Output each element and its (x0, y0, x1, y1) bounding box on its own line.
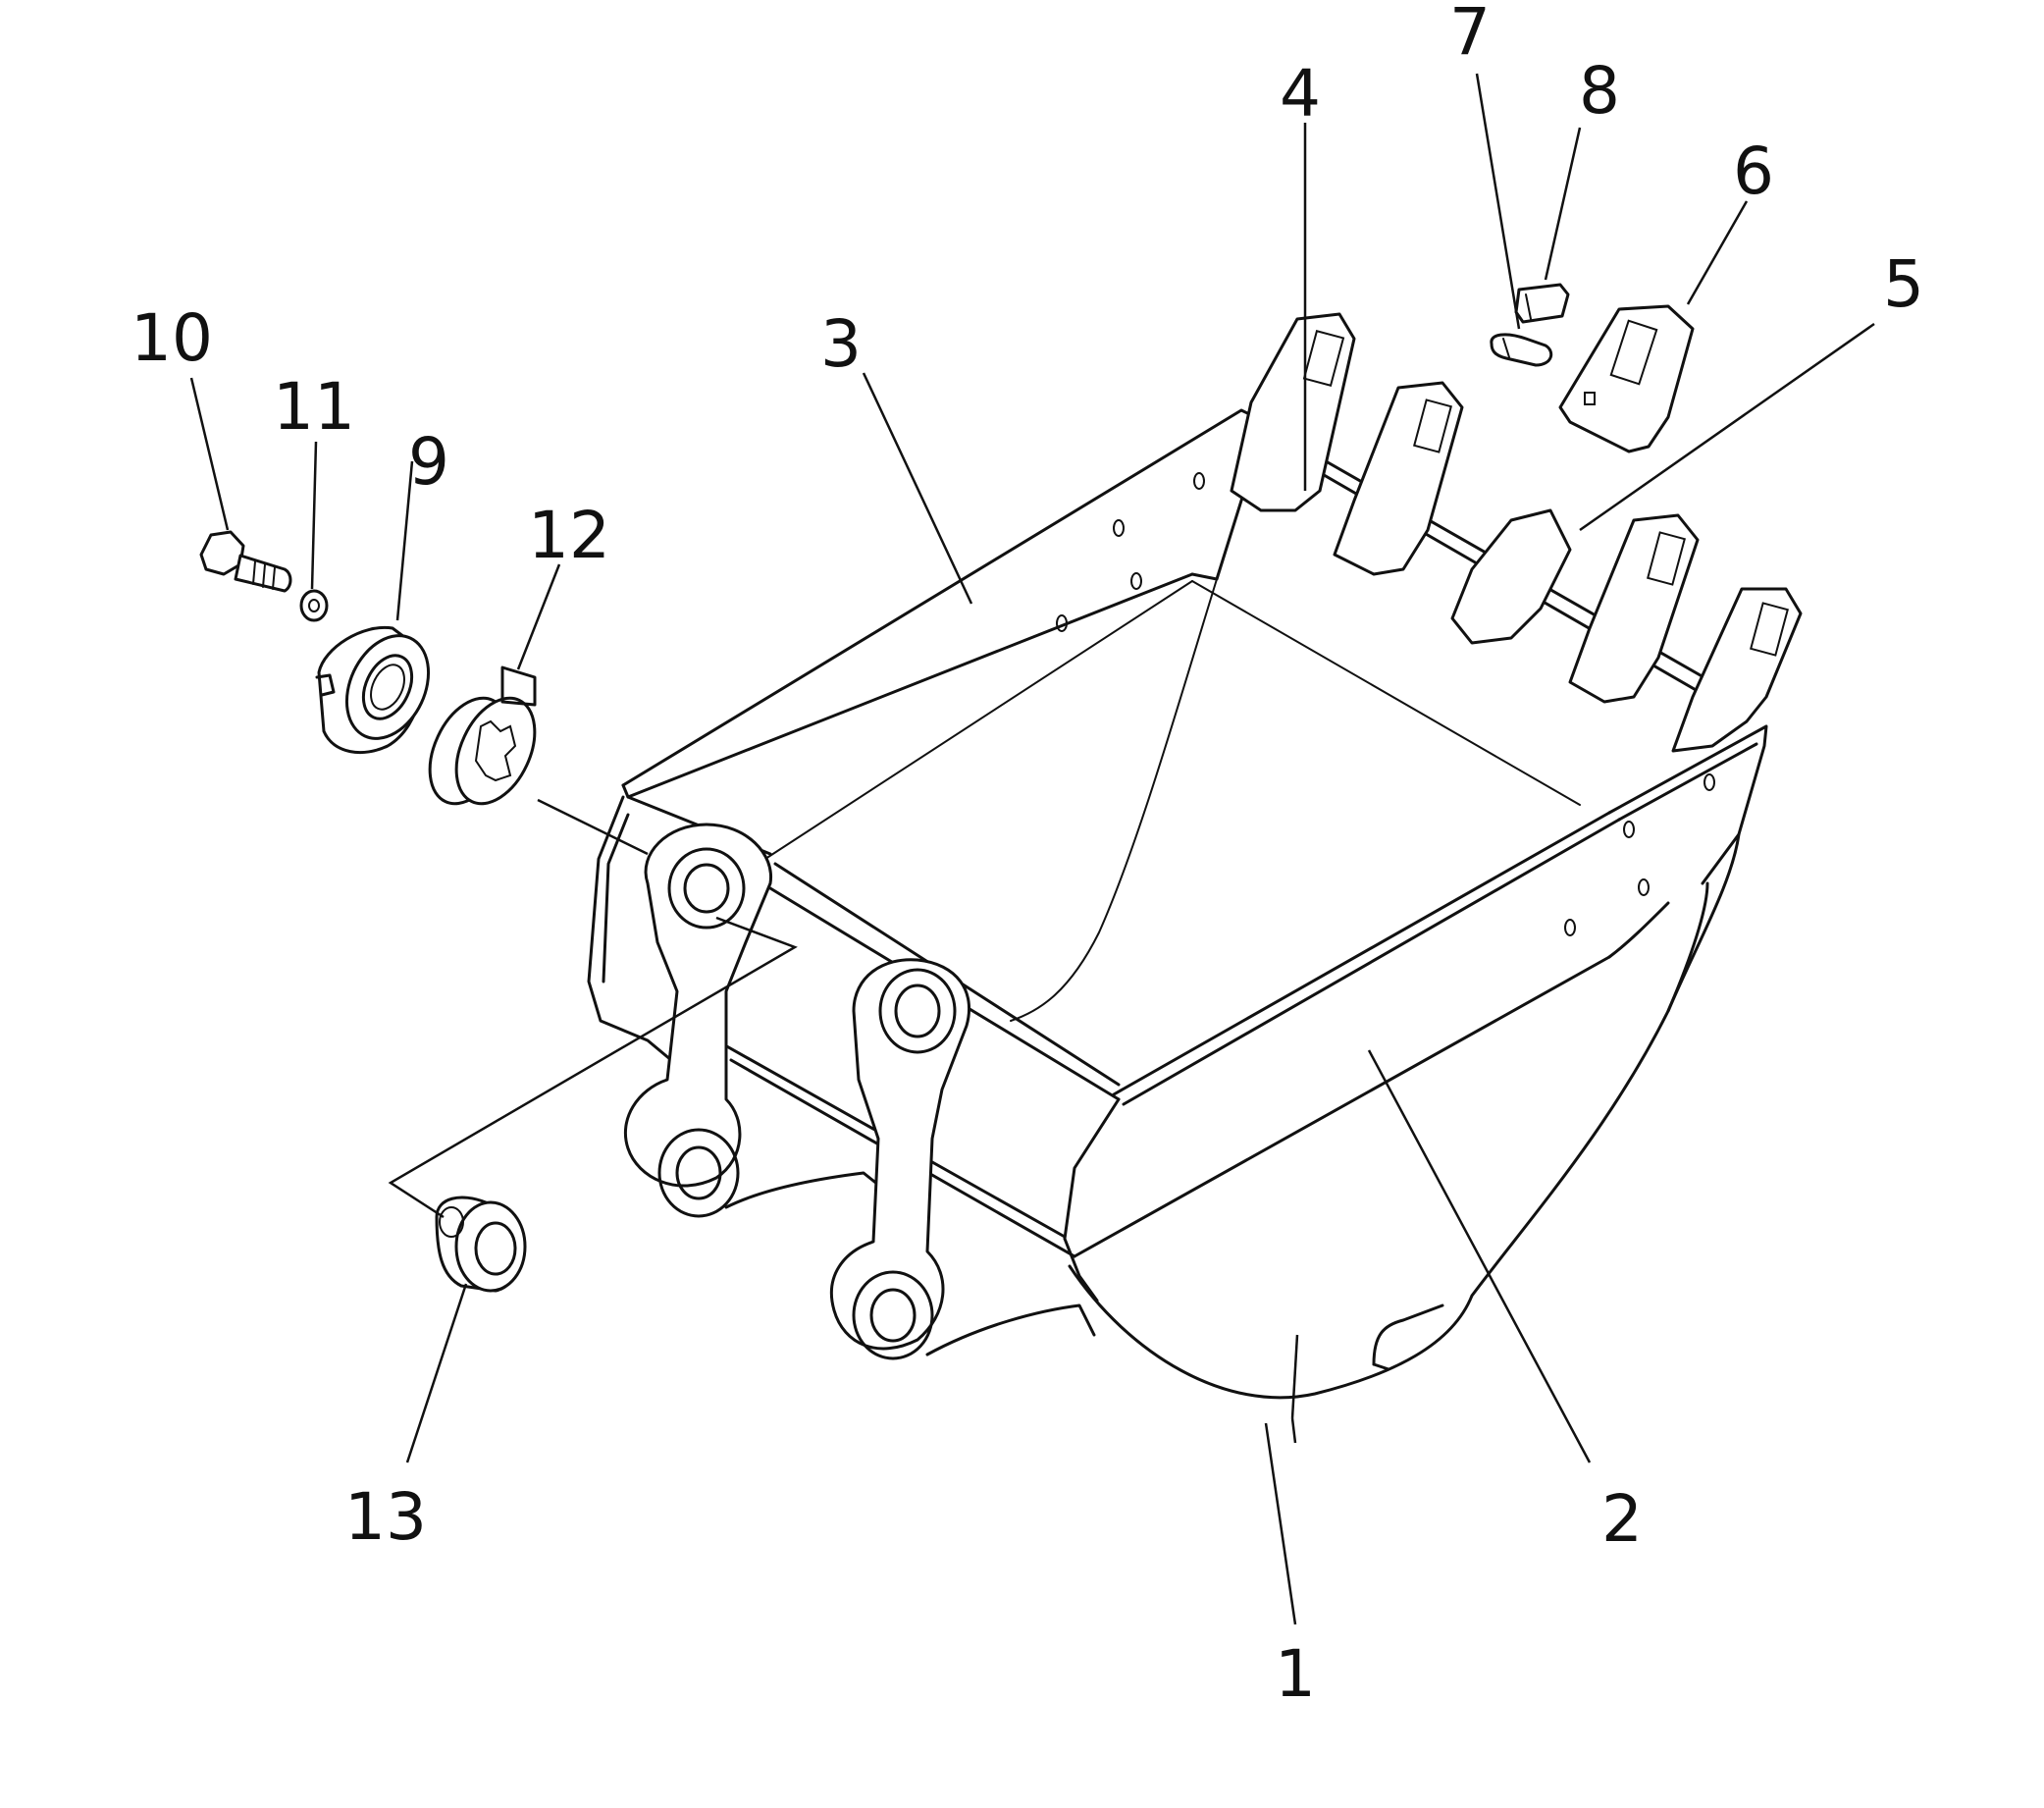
left-side-plate (621, 408, 1268, 787)
bucket-body (587, 408, 1768, 1400)
bushing-part13 (435, 1196, 527, 1293)
callout-labels: 1 2 3 4 5 6 7 8 9 10 11 12 13 (131, 0, 1924, 1712)
callout-12: 12 (528, 498, 610, 573)
leader-lines (189, 73, 1875, 1625)
teeth-row (1230, 312, 1803, 753)
callout-2: 2 (1601, 1481, 1643, 1557)
right-side-plate (1607, 724, 1768, 885)
mounting-bracket-left (623, 823, 890, 1218)
pin-part8 (1514, 283, 1570, 324)
mounting-bracket-right (829, 958, 1096, 1360)
callout-5: 5 (1883, 246, 1924, 322)
bucket-bottom-curve (1068, 881, 1709, 1400)
assembly-line (388, 916, 798, 1219)
shim-part12 (428, 665, 537, 806)
callout-10: 10 (131, 300, 213, 376)
collar-part9 (315, 625, 431, 755)
callout-4: 4 (1280, 56, 1321, 132)
callout-7: 7 (1449, 0, 1491, 70)
callout-8: 8 (1579, 53, 1620, 129)
bolt-part10 (199, 530, 292, 593)
callout-11: 11 (273, 369, 355, 445)
callout-6: 6 (1733, 133, 1774, 209)
callout-3: 3 (820, 306, 862, 382)
washer-part11 (299, 589, 329, 622)
lock-part7 (1490, 333, 1553, 367)
tooth-point-part6 (1558, 304, 1695, 453)
callout-13: 13 (344, 1479, 427, 1555)
callout-9: 9 (408, 424, 449, 500)
callout-1: 1 (1275, 1636, 1316, 1712)
